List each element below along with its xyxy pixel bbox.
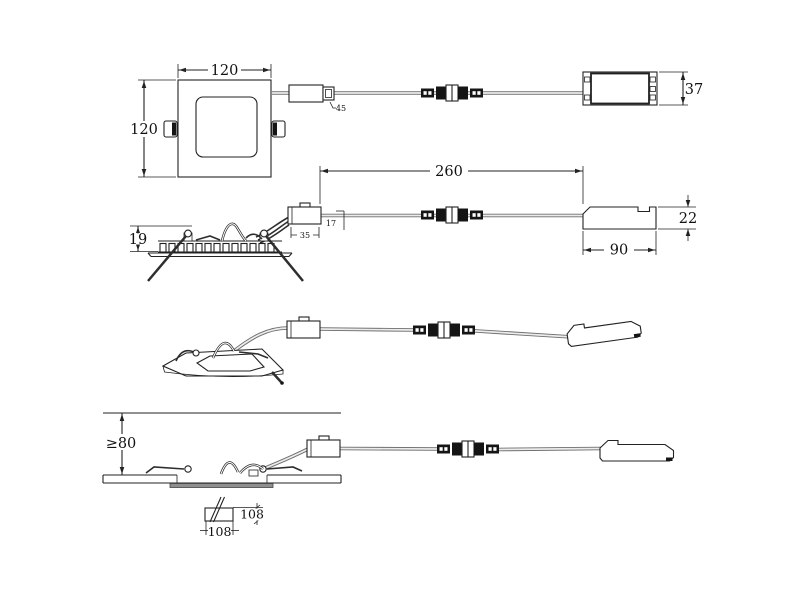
- cable-connector: [420, 84, 484, 102]
- svg-text:35: 35: [300, 231, 310, 240]
- svg-text:120: 120: [130, 122, 158, 138]
- cutout-detail: 108 108: [200, 496, 266, 539]
- torsion-springs-installed: [145, 461, 303, 477]
- cable-connector: [436, 440, 500, 458]
- panel-front-lens: [195, 96, 258, 158]
- installation-view: ≥80: [102, 412, 675, 488]
- front-view: 45 120 120: [128, 62, 585, 178]
- dim-front-height: 120: [128, 79, 176, 178]
- svg-text:90: 90: [610, 243, 628, 259]
- svg-text:108: 108: [240, 507, 264, 522]
- dim-driver-length: 90: [582, 231, 657, 259]
- dim-cord-grip: 45: [336, 104, 346, 113]
- dim-cutout-depth: 108: [233, 503, 266, 525]
- cord-grip: [306, 435, 341, 458]
- dim-front-width: 120: [177, 62, 272, 79]
- driver-perspective: [565, 315, 643, 348]
- dim-driver-height: 22: [658, 195, 697, 241]
- cord-grip: [288, 84, 335, 103]
- dim-panel-height: 19: [126, 225, 192, 252]
- panel-flange: [169, 483, 274, 488]
- mounting-clip-right: [271, 120, 286, 138]
- svg-text:108: 108: [208, 524, 232, 539]
- svg-text:≥80: ≥80: [106, 436, 137, 452]
- perspective-view: [161, 315, 643, 385]
- svg-text:17: 17: [326, 219, 336, 228]
- driver-body: [582, 71, 658, 106]
- driver-side: [582, 206, 657, 230]
- torsion-springs-side: [147, 222, 304, 282]
- dim-cable-length: 260: [319, 163, 584, 204]
- dim-min-depth: ≥80: [103, 413, 140, 475]
- driver-top-view: 37: [582, 71, 703, 106]
- svg-text:260: 260: [435, 164, 463, 180]
- svg-text:22: 22: [679, 211, 697, 227]
- dim-cord-grip-length: 35: [290, 227, 320, 240]
- dim-cutout-width: 108: [200, 521, 239, 539]
- svg-text:19: 19: [129, 232, 147, 248]
- panel-cross-section: [177, 476, 267, 484]
- cord-grip: [286, 316, 321, 339]
- leader-line: [329, 101, 336, 109]
- cord-grip: [287, 202, 322, 225]
- svg-text:120: 120: [211, 63, 239, 79]
- ceiling-hatch: [103, 412, 341, 414]
- mounting-board: [102, 474, 342, 488]
- dim-cord-grip-height: 17: [326, 210, 345, 230]
- dim-driver-depth: 37: [659, 71, 703, 106]
- cable-connector: [412, 321, 476, 339]
- svg-text:37: 37: [685, 82, 703, 98]
- side-view: 19 35 17 260: [126, 163, 697, 282]
- mounting-clip-left: [163, 120, 178, 138]
- torsion-springs-perspective: [175, 341, 269, 362]
- panel-side: [147, 240, 293, 258]
- driver-installed: [599, 439, 675, 462]
- cable-connector: [420, 206, 484, 224]
